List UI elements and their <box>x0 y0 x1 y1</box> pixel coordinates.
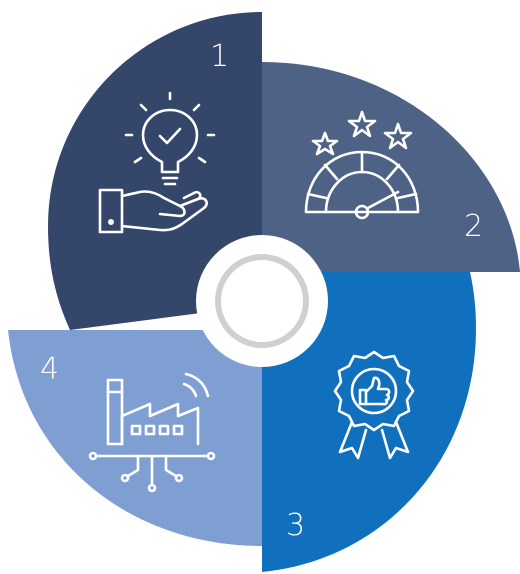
center-hub <box>196 235 328 367</box>
segment-4-number: 4 <box>40 352 59 387</box>
hand-lightbulb-idea-icon <box>98 91 216 234</box>
segment-1-number: 1 <box>210 39 229 74</box>
smart-factory-iot-icon <box>88 372 216 493</box>
segment-2: 2 <box>262 62 520 272</box>
segment-3: 3 <box>262 272 476 572</box>
thumbs-up-award-badge-icon <box>333 350 415 460</box>
segment-4: 4 <box>8 330 262 546</box>
segment-3-shape <box>262 272 476 572</box>
segment-1-shape <box>48 12 262 330</box>
segment-4-shape <box>8 330 262 546</box>
segment-1: 1 <box>48 12 262 330</box>
segment-2-shape <box>262 62 520 272</box>
segment-3-number: 3 <box>286 508 305 543</box>
center-hub-ring <box>215 254 309 348</box>
segment-2-number: 2 <box>464 209 483 244</box>
rating-gauge-stars-icon <box>304 110 420 220</box>
